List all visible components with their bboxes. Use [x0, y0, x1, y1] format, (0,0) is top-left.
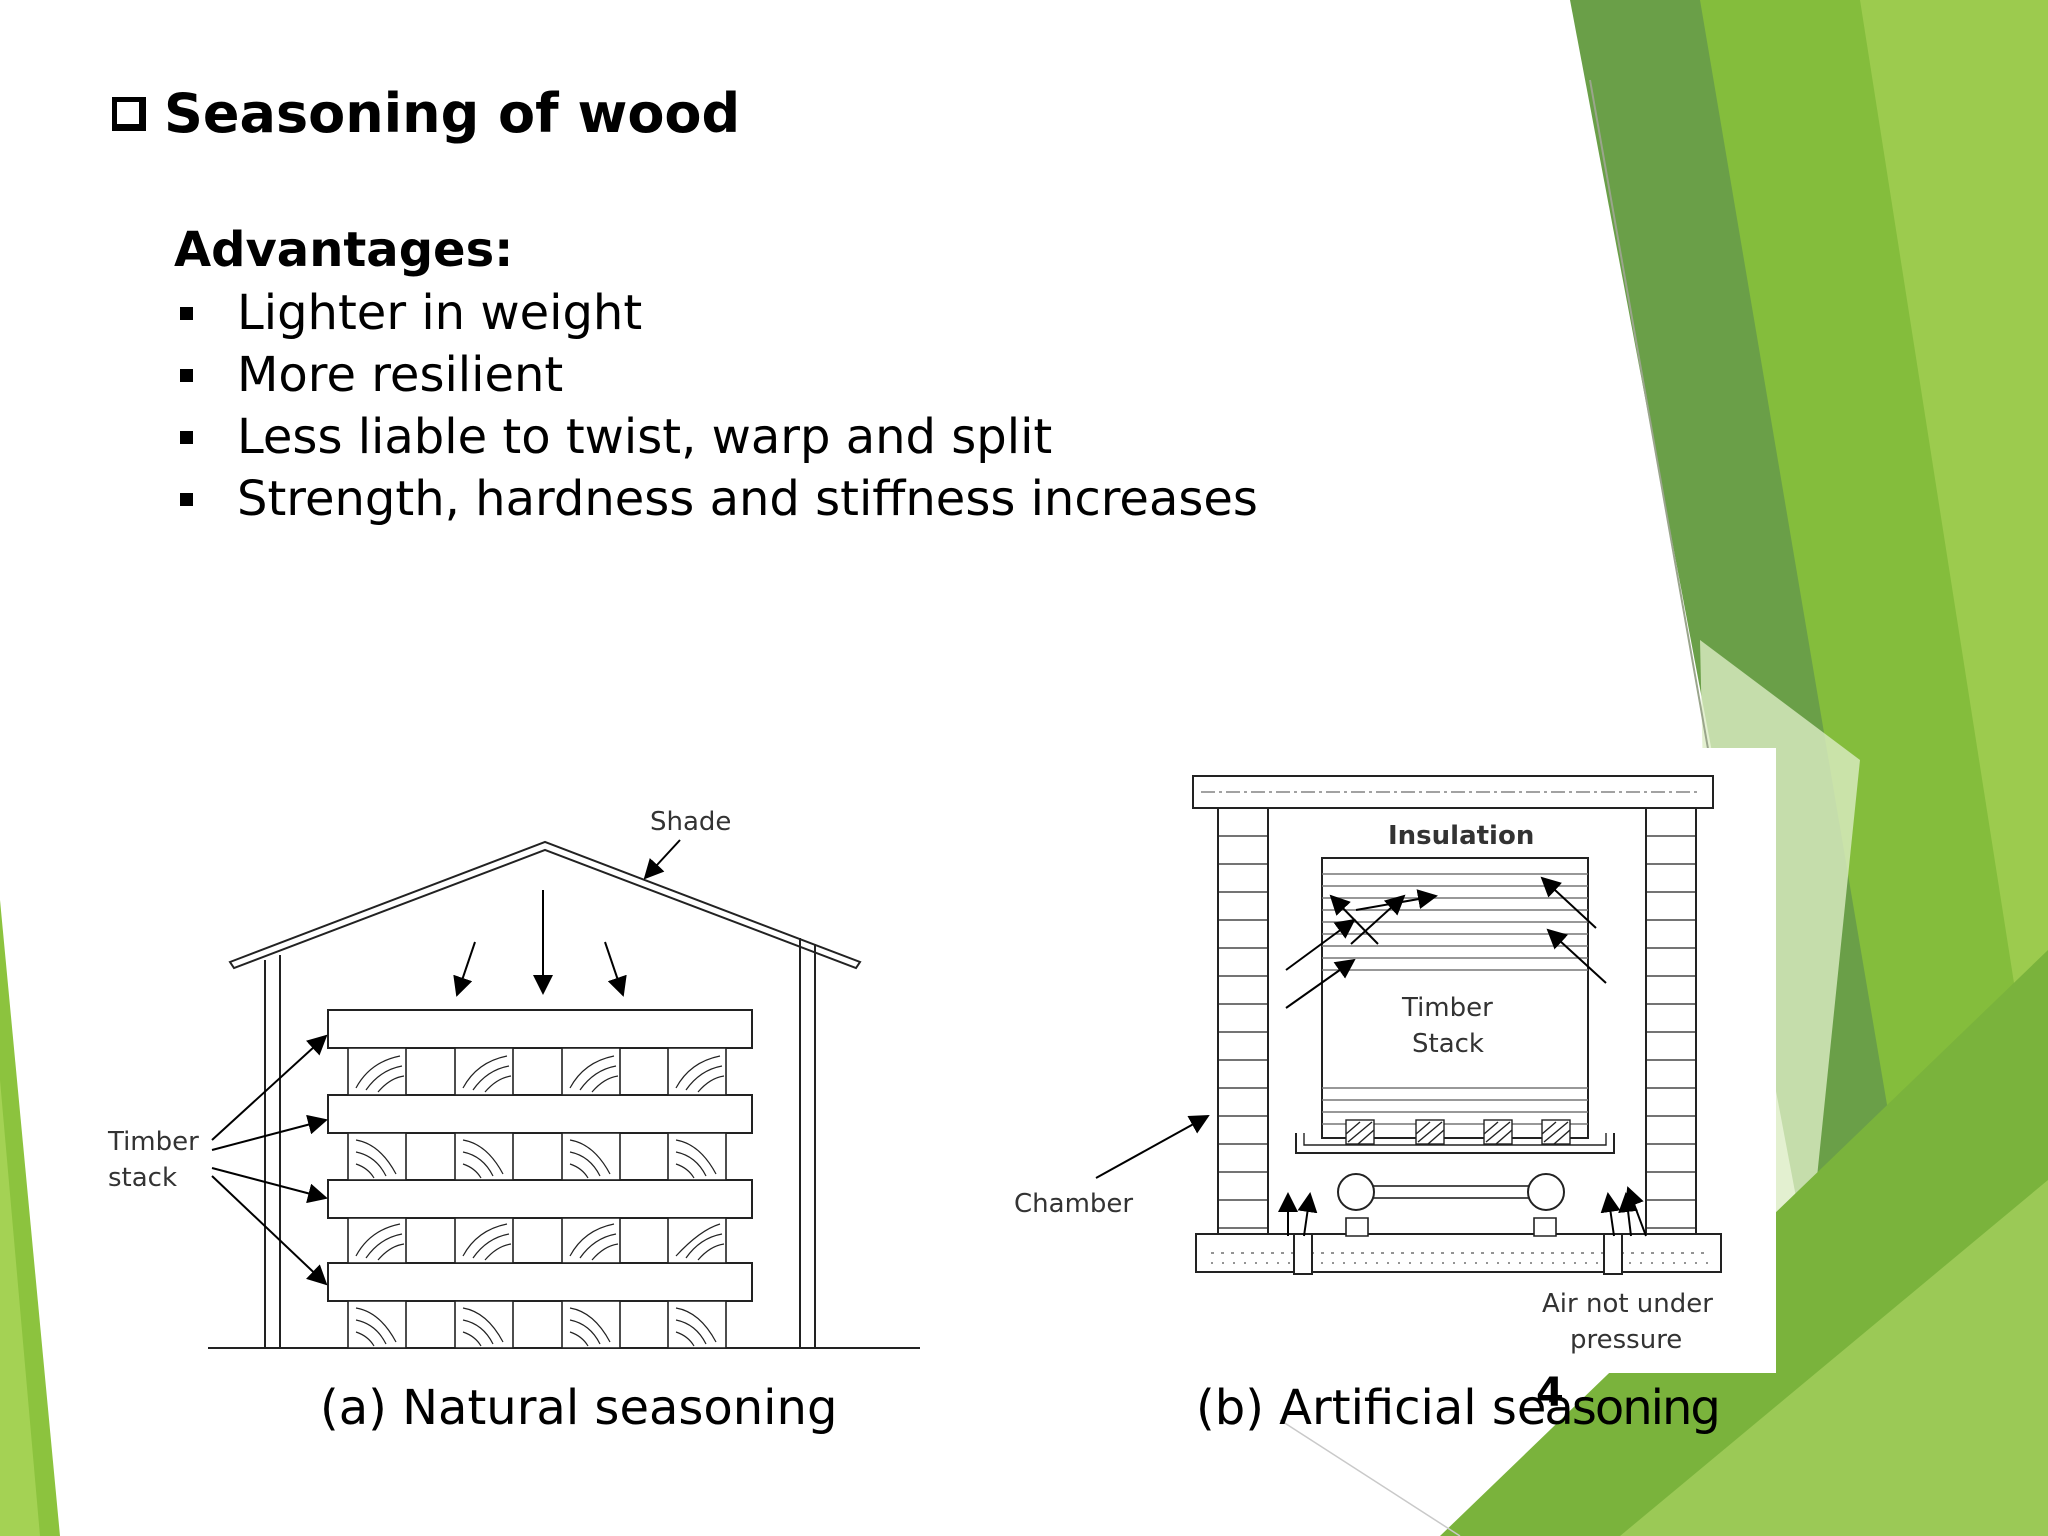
slide-number: 4: [1536, 1370, 1564, 1416]
figure-b-caption-end: easoning: [1516, 1380, 1721, 1436]
shade-roof: [228, 840, 862, 970]
timber-label: Timber: [1401, 993, 1493, 1023]
shade-label: Shade: [650, 807, 731, 837]
artificial-seasoning-diagram: Insulation Timber Stack Chamber Air not …: [996, 748, 1776, 1373]
slide-title: Seasoning of wood: [112, 82, 740, 145]
timber-plank: [327, 1009, 753, 1049]
spacer-blocks: [347, 1047, 727, 1349]
natural-seasoning-diagram: Shade Timber stack: [100, 800, 930, 1360]
chamber-wall-right: [1645, 807, 1697, 1245]
airflow-arrows: [1278, 876, 1647, 1237]
theme-line: [1589, 79, 1711, 761]
timber-stack-box: [1321, 857, 1589, 1139]
list-item: Strength, hardness and stiffness increas…: [174, 468, 1258, 530]
bullet-square-icon: [180, 492, 193, 506]
wood-grain-lines: [355, 1055, 725, 1347]
theme-shape-left-2: [0, 1080, 40, 1536]
stack-label: Stack: [1412, 1029, 1484, 1059]
trolley-frame: [1295, 1133, 1615, 1154]
stack-label: stack: [108, 1163, 177, 1193]
timber-stack-arrows: [211, 1034, 328, 1286]
sun-arrows: [453, 890, 627, 997]
slide-title-text: Seasoning of wood: [164, 82, 741, 145]
air-label-line1: Air not under: [1542, 1289, 1713, 1319]
theme-shape-lower-right-2: [1620, 1180, 2048, 1536]
advantages-heading: Advantages:: [174, 222, 514, 278]
list-item: Lighter in weight: [174, 282, 1258, 344]
support-blocks: [1345, 1119, 1571, 1145]
insulation-label: Insulation: [1388, 821, 1534, 851]
advantages-list: Lighter in weight More resilient Less li…: [174, 282, 1258, 530]
theme-shape-right-light: [1860, 0, 2048, 1200]
bullet-square-icon: [180, 306, 193, 320]
figure-a-caption: (a) Natural seasoning: [320, 1380, 838, 1436]
bullet-square-icon: [180, 368, 193, 382]
theme-line-2: [1279, 1419, 1461, 1536]
list-item: More resilient: [174, 344, 1258, 406]
timber-plank: [327, 1179, 753, 1219]
bullet-square-icon: [180, 430, 193, 444]
timber-plank: [327, 1262, 753, 1302]
checkbox-icon: [112, 96, 146, 131]
air-label-line2: pressure: [1570, 1325, 1682, 1355]
chamber-wall-left: [1217, 807, 1269, 1245]
list-item: Less liable to twist, warp and split: [174, 406, 1258, 468]
timber-label: Timber: [107, 1127, 199, 1157]
figure-b-caption: (b) Artificial seasoning: [1196, 1380, 1721, 1436]
chamber-label: Chamber: [1014, 1189, 1133, 1219]
figure-b-caption-start: (b) Artificial s: [1196, 1380, 1517, 1436]
timber-plank: [327, 1094, 753, 1134]
